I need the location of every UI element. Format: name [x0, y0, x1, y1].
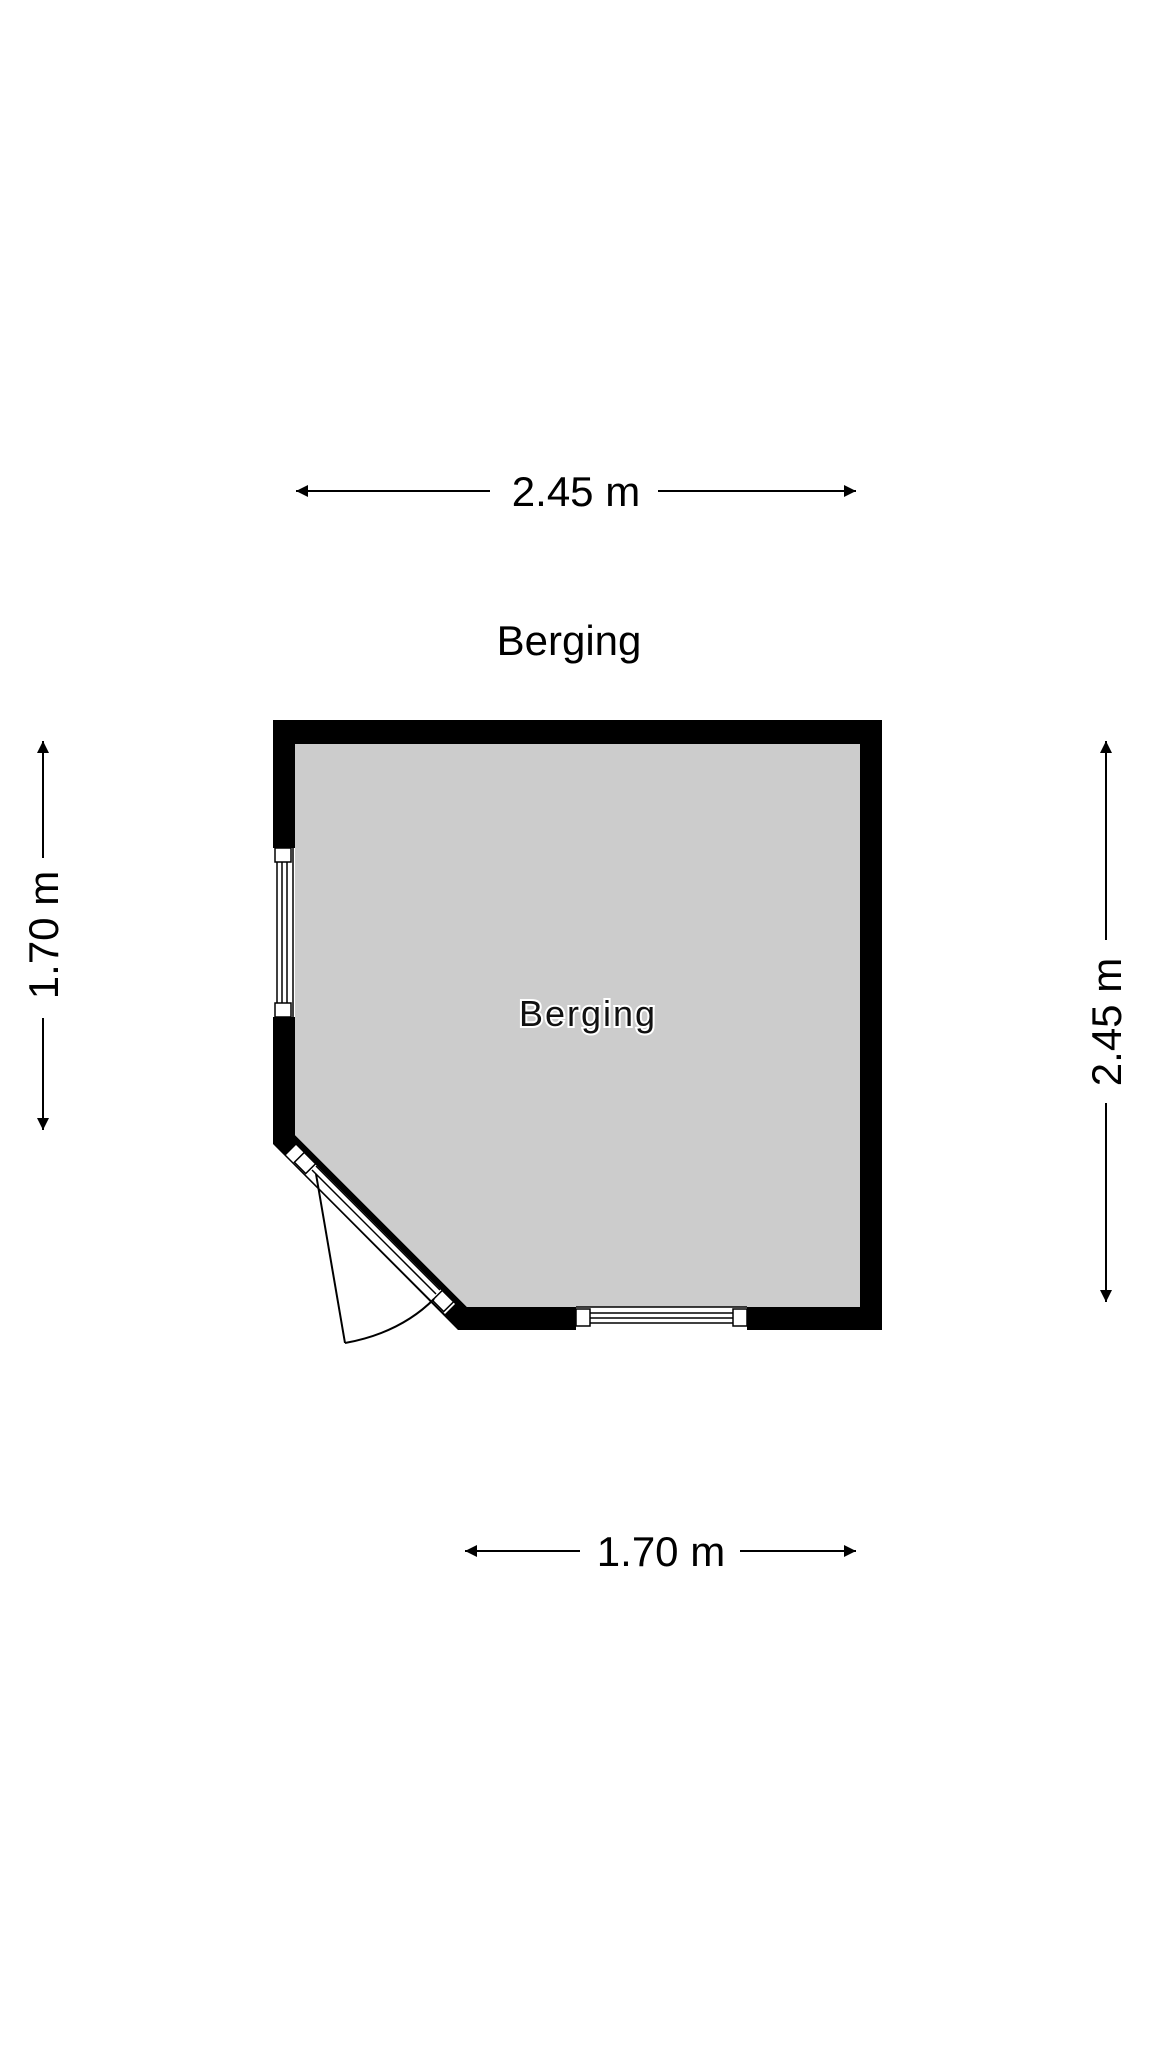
window-left [273, 847, 295, 1018]
room-label: Berging [519, 993, 657, 1034]
dimension-left: 1.70 m [20, 741, 67, 1130]
plan-title: Berging [497, 617, 642, 664]
dimension-bottom-label: 1.70 m [597, 1528, 725, 1575]
window-bottom [575, 1306, 748, 1330]
dimension-left-label: 1.70 m [20, 871, 67, 999]
door [286, 1145, 455, 1344]
dimension-top-label: 2.45 m [512, 468, 640, 515]
dimension-right: 2.45 m [1083, 741, 1130, 1302]
room-floor [295, 744, 860, 1307]
dimension-right-label: 2.45 m [1083, 958, 1130, 1086]
dimension-bottom: 1.70 m [465, 1528, 856, 1575]
dimension-top: 2.45 m [296, 468, 856, 515]
